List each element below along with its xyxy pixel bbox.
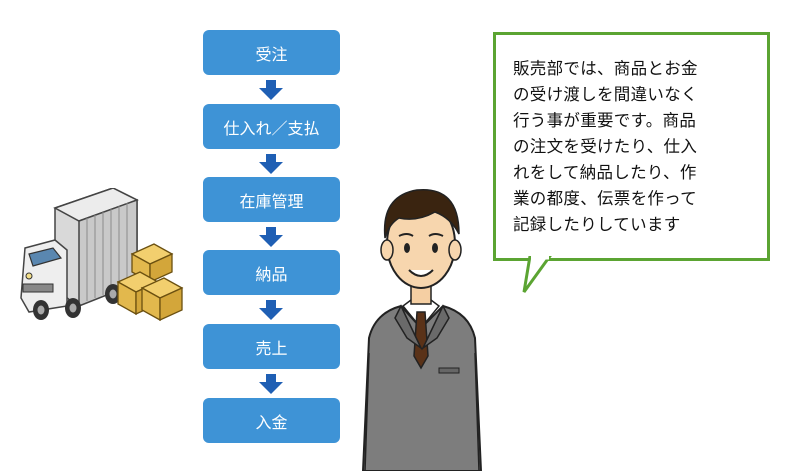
flow-step-order: 受注 [203, 30, 340, 75]
speech-bubble-tail [522, 256, 552, 293]
flow-step-purchase: 仕入れ／支払 [203, 104, 340, 149]
arrow-down-icon [259, 227, 283, 247]
speech-line: の受け渡しを間違いなく [513, 85, 698, 104]
arrow-down-icon [259, 154, 283, 174]
speech-line: 業の都度、伝票を作って [513, 189, 697, 208]
speech-line: 販売部では、商品とお金 [513, 59, 698, 78]
businessman-icon [361, 189, 483, 471]
speech-line: れをして納品したり、作 [513, 163, 697, 182]
flow-step-delivery: 納品 [203, 250, 340, 295]
boxes-icon [116, 243, 184, 322]
speech-bubble [493, 32, 770, 261]
arrow-down-icon [259, 374, 283, 394]
truck-icon [20, 188, 139, 320]
speech-line: 記録したりしています [513, 215, 681, 234]
flow-step-sales: 売上 [203, 324, 340, 369]
arrow-down-icon [259, 300, 283, 320]
flow-step-payment: 入金 [203, 398, 340, 443]
speech-line: の注文を受けたり、仕入 [513, 137, 698, 156]
arrow-down-icon [259, 80, 283, 100]
speech-line: 行う事が重要です。商品 [513, 111, 697, 130]
speech-text: 販売部では、商品とお金 の受け渡しを間違いなく 行う事が重要です。商品 の注文を… [513, 56, 753, 238]
flow-step-inventory: 在庫管理 [203, 177, 340, 222]
